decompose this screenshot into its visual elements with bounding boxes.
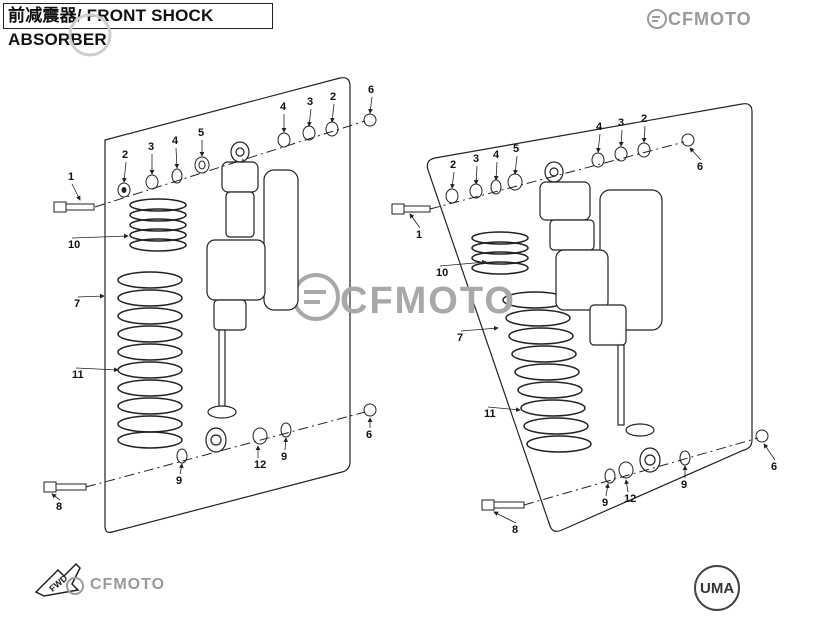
callout-leader [618, 129, 624, 147]
spring-small-icon [471, 231, 529, 275]
callout-number: 9 [681, 479, 687, 491]
callout-number: 5 [513, 143, 519, 155]
callout-leader [493, 511, 517, 524]
callout-leader [439, 259, 487, 267]
callout-number: 6 [366, 429, 372, 441]
spring-large-icon [117, 271, 183, 449]
callout-number: 4 [596, 121, 603, 133]
callout-number: 9 [281, 451, 287, 463]
washer-icon [117, 156, 210, 198]
washer-icon [445, 133, 695, 204]
right-panel [391, 103, 769, 532]
uma-logo-top-icon [68, 13, 112, 57]
washer-icon [176, 403, 377, 464]
callout-number: 3 [473, 153, 479, 165]
callout-number: 6 [697, 161, 703, 173]
callout-leader [409, 213, 421, 229]
callout-number: 3 [307, 96, 313, 108]
shock-body-icon [205, 141, 299, 453]
callout-leader [368, 96, 373, 114]
callout-number: 2 [122, 149, 128, 161]
callout-leader [77, 293, 105, 299]
uma-logo-bottom-icon [694, 565, 740, 611]
washer-icon [604, 429, 769, 484]
callout-number: 8 [512, 524, 518, 536]
callout-leader [763, 443, 776, 461]
callout-number: 1 [68, 171, 74, 183]
callout-number: 2 [450, 159, 456, 171]
callout-number: 4 [280, 101, 287, 113]
callout-leader [624, 479, 630, 493]
callout-number: 12 [624, 493, 636, 505]
callout-number: 4 [493, 149, 500, 161]
uma-badge: UMA [700, 580, 735, 597]
bolt-icon [53, 201, 95, 213]
callout-number: 11 [484, 408, 496, 420]
page-title: 前减震器/ FRONT SHOCK ABSORBER [3, 3, 273, 49]
callout-leader [71, 233, 129, 239]
callout-number: 10 [436, 267, 448, 279]
callout-number: 11 [72, 369, 84, 381]
cfmoto-logo-bottom-icon [66, 577, 84, 595]
callout-number: 2 [330, 91, 336, 103]
bolt-icon [481, 499, 525, 511]
callout-number: 10 [68, 239, 80, 251]
callout-number: 2 [641, 113, 647, 125]
callout-leader [460, 325, 499, 332]
callout-leader [307, 108, 312, 127]
callout-number: 1 [416, 229, 422, 241]
spring-small-icon [129, 198, 187, 252]
callout-leader [513, 155, 518, 175]
callout-number: 9 [176, 475, 182, 487]
callouts-right: 2 3 4 5 4 3 2 6 1 10 7 11 9 12 9 6 8 [409, 113, 777, 536]
callout-number: 3 [148, 141, 154, 153]
title-text: 前减震器/ FRONT SHOCK ABSORBER [8, 6, 214, 49]
callout-number: 7 [457, 332, 463, 344]
callout-leader [51, 493, 61, 501]
callout-number: 5 [198, 127, 204, 139]
callout-leader [71, 183, 81, 201]
callout-leader [641, 125, 647, 143]
cfmoto-logo-top-icon [647, 9, 667, 29]
brand-watermark: CFMOTO [340, 280, 516, 322]
callout-leader [283, 437, 289, 451]
callout-leader [604, 483, 610, 497]
fwd-arrow-icon: FWD [34, 562, 81, 597]
callout-leader [122, 161, 127, 183]
callout-leader [174, 147, 180, 169]
callout-number: 6 [771, 461, 777, 473]
callout-number: 12 [254, 459, 266, 471]
callout-number: 7 [74, 298, 80, 310]
callout-leader [330, 103, 335, 123]
callout-number: 6 [368, 84, 374, 96]
shock-body-icon [539, 161, 663, 473]
callout-number: 3 [618, 117, 624, 129]
cfmoto-logo-center-icon [292, 273, 340, 321]
callout-leader [473, 165, 479, 185]
callout-leader [493, 161, 499, 181]
bolt-icon [43, 481, 87, 493]
callout-leader [178, 463, 184, 475]
callout-number: 8 [56, 501, 62, 513]
callout-leader [487, 406, 521, 413]
washer-icon [277, 113, 377, 148]
callout-leader [75, 367, 119, 373]
left-panel [43, 77, 377, 533]
callout-leader [450, 171, 455, 189]
brand-name-top: CFMOTO [668, 9, 752, 29]
callout-leader [596, 133, 601, 153]
callout-number: 9 [602, 497, 608, 509]
callout-number: 4 [172, 135, 179, 147]
bolt-icon [391, 203, 431, 215]
brand-name-bottom: CFMOTO [90, 576, 166, 593]
callout-leader [689, 147, 702, 161]
